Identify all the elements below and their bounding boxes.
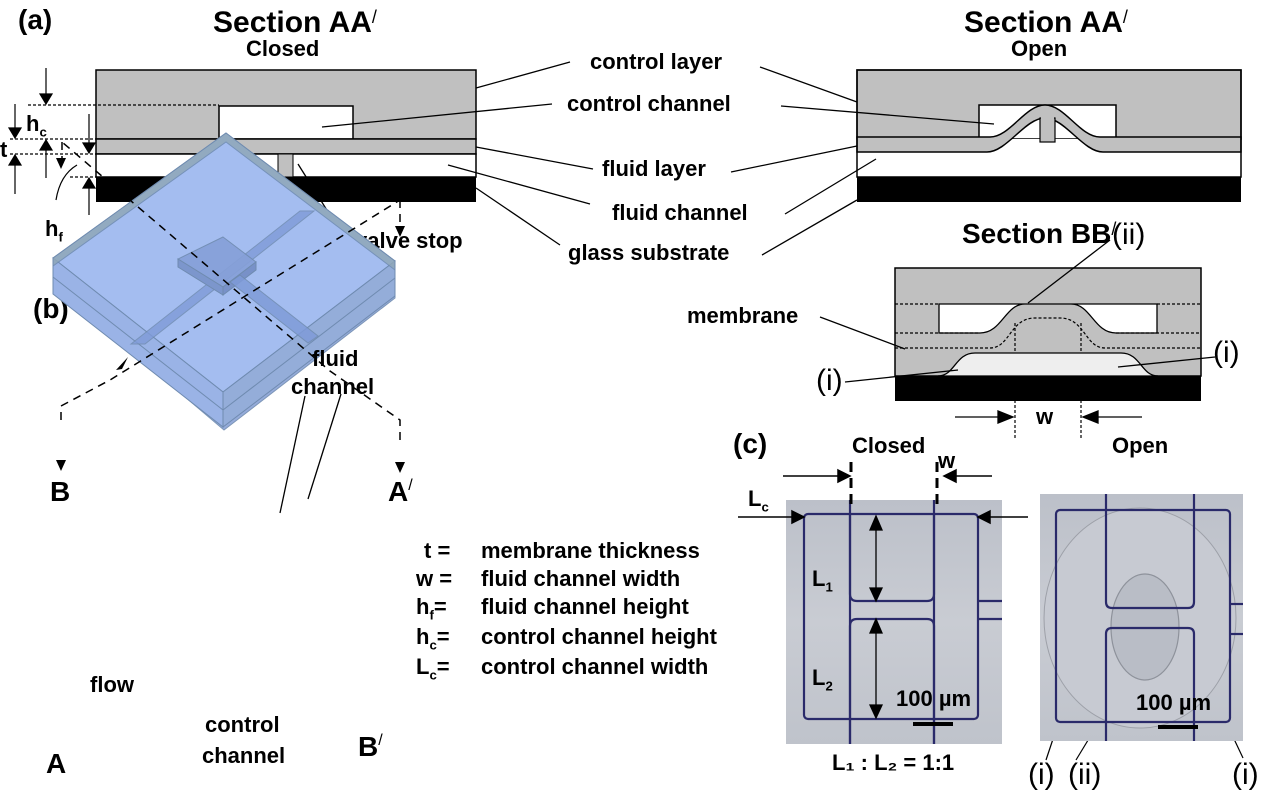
iso-label-fluid: fluid [312, 346, 359, 371]
section-aa-closed-title: Section AA/ [213, 6, 377, 39]
section-marker-b-prime: B/ [358, 731, 383, 762]
label-valve-stop: valve stop [355, 228, 463, 253]
micrograph-open-label: Open [1112, 433, 1169, 458]
section-marker-b: B [50, 476, 71, 507]
device-body [52, 132, 396, 431]
iso-label-fluid-channel: channel [291, 374, 375, 399]
open-marker-i-right: (i) [1232, 758, 1259, 791]
iso-label-flow: flow [90, 672, 134, 697]
open-cross-section [856, 69, 1242, 202]
micrograph-w-label: w [938, 448, 956, 473]
legend-item: hf=fluid channel height [416, 594, 689, 623]
label-glass-substrate: glass substrate [568, 240, 730, 265]
legend-item: t =membrane thickness [424, 538, 700, 563]
section-bb-diagram [819, 239, 1216, 440]
dim-label-t: t [0, 137, 8, 162]
label-control-layer: control layer [590, 49, 723, 74]
section-aa-open-subtitle: Open [1011, 36, 1068, 61]
legend-item: hc=control channel height [416, 624, 717, 653]
legend-item: w =fluid channel width [416, 566, 681, 591]
legend-item: Lc=control channel width [416, 654, 709, 683]
open-marker-ii: (ii) [1068, 758, 1102, 791]
dimension-marks [7, 68, 219, 215]
dim-label-hc: hc [26, 111, 47, 140]
panel-label-a: (a) [18, 4, 53, 35]
panel-label-c: (c) [733, 428, 768, 459]
label-fluid-layer: fluid layer [602, 156, 706, 181]
iso-leaders [279, 393, 342, 514]
scale-bar-closed: 100 µm [896, 686, 972, 711]
parameter-legend: t =membrane thickness w =fluid channel w… [416, 540, 717, 686]
label-l1: L1 [812, 566, 833, 595]
micrograph-closed: L1 L2 100 µm [786, 500, 1002, 744]
section-marker-a-prime: A/ [388, 476, 413, 507]
micrograph-ratio: L₁ : L₂ = 1:1 [832, 750, 955, 775]
bb-dim-w: w [1036, 404, 1054, 429]
leader-lines [297, 61, 995, 256]
bb-marker-ii: (ii) [1112, 218, 1146, 251]
section-aa-closed-subtitle: Closed [246, 36, 320, 61]
dim-label-hf: hf [45, 216, 63, 245]
section-lines [60, 141, 401, 440]
section-aa-open-title: Section AA/ [964, 6, 1128, 39]
section-marker-a: A [46, 748, 67, 779]
iso-label-control-channel: channel [202, 743, 286, 768]
label-fluid-channel: fluid channel [612, 200, 748, 225]
section-bb-title: Section BB/ [962, 218, 1117, 249]
label-l2: L2 [812, 665, 833, 694]
micrograph-lc-label: Lc [748, 486, 769, 515]
micrograph-closed-label: Closed [852, 433, 926, 458]
open-marker-i-left: (i) [1028, 758, 1055, 791]
label-control-channel: control channel [567, 91, 731, 116]
label-membrane: membrane [687, 303, 799, 328]
bb-marker-i-right: (i) [1213, 336, 1240, 369]
iso-label-control: control [205, 712, 280, 737]
section-arrowheads [56, 158, 405, 473]
bb-marker-i-left: (i) [816, 364, 843, 397]
scale-bar-open: 100 µm [1136, 690, 1212, 715]
micrograph-open: 100 µm [1040, 494, 1243, 741]
